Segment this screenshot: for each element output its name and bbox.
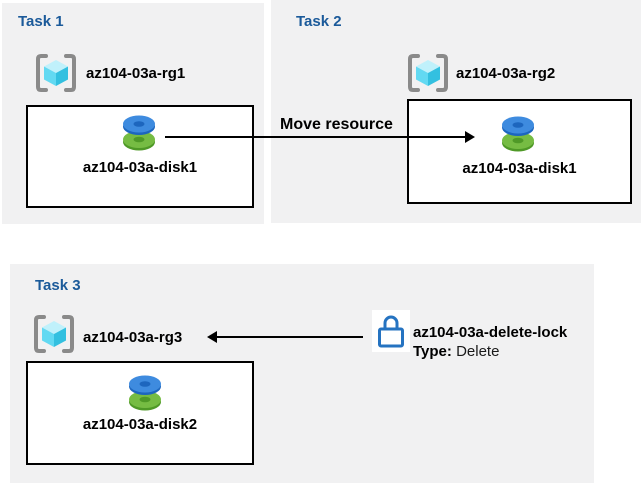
delete-lock-arrowhead bbox=[207, 331, 217, 343]
lock-icon-background bbox=[372, 310, 410, 352]
resource-group-icon bbox=[36, 54, 76, 92]
lock-type-label: Type: Delete bbox=[413, 343, 499, 360]
task2-disk-label: az104-03a-disk1 bbox=[462, 160, 577, 177]
lock-icon bbox=[378, 315, 404, 348]
resource-group-icon bbox=[34, 315, 74, 353]
resource-group-icon bbox=[408, 54, 448, 92]
disk-icon bbox=[123, 115, 155, 151]
disk-icon bbox=[129, 375, 161, 411]
disk-icon bbox=[502, 116, 534, 152]
lock-type-value: Delete bbox=[456, 343, 500, 360]
move-resource-arrowhead bbox=[465, 131, 475, 143]
task3-resource-group-label: az104-03a-rg3 bbox=[83, 329, 183, 346]
task2-resource-group-label: az104-03a-rg2 bbox=[456, 65, 556, 82]
lock-type-key: Type: bbox=[413, 343, 452, 360]
task3-disk-label: az104-03a-disk2 bbox=[82, 416, 198, 433]
task2-disk-box bbox=[407, 99, 632, 204]
task1-resource-group-label: az104-03a-rg1 bbox=[86, 65, 186, 82]
task2-title: Task 2 bbox=[296, 13, 342, 30]
task1-title: Task 1 bbox=[18, 13, 64, 30]
move-resource-label: Move resource bbox=[280, 116, 393, 133]
task1-disk-label: az104-03a-disk1 bbox=[82, 159, 198, 176]
delete-lock-arrow bbox=[216, 336, 363, 338]
lock-name-label: az104-03a-delete-lock bbox=[413, 324, 568, 341]
task3-title: Task 3 bbox=[35, 277, 81, 294]
move-resource-arrow bbox=[165, 136, 466, 138]
